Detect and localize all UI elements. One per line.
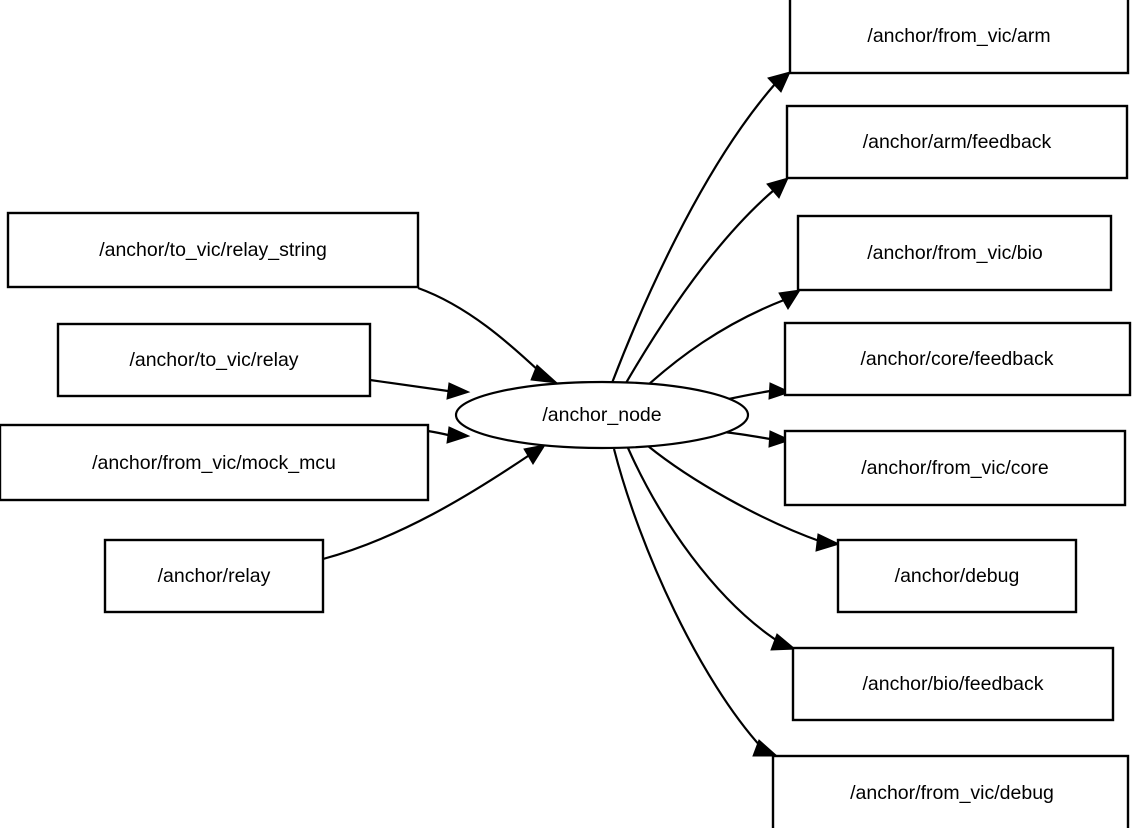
topic-box[interactable] [6, 211, 420, 289]
topic-label: /anchor/from_vic/arm [867, 25, 1050, 47]
edge-anchor_node-to-from_vic_arm [610, 71, 791, 384]
topic-box[interactable] [56, 322, 372, 398]
topic-node-from_vic_core[interactable]: /anchor/from_vic/core [783, 429, 1127, 507]
arrowhead-icon [446, 382, 471, 400]
arrowhead-icon [815, 533, 841, 552]
arrowhead-icon [768, 382, 792, 400]
arrowhead-icon [446, 426, 471, 444]
edge-from_vic_mock_mcu-to-anchor_node [427, 426, 471, 444]
topic-node-to_vic_relay_string[interactable]: /anchor/to_vic/relay_string [6, 211, 420, 289]
topic-node-bio_feedback[interactable]: /anchor/bio/feedback [791, 646, 1115, 722]
topic-label: /anchor/core/feedback [861, 348, 1054, 370]
topic-box[interactable] [785, 104, 1129, 180]
topic-node-debug[interactable]: /anchor/debug [836, 538, 1078, 614]
edge-path [427, 429, 449, 437]
topic-label: /anchor/from_vic/debug [850, 782, 1054, 804]
edge-anchor_node-to-from_vic_bio [647, 289, 802, 386]
topic-box[interactable] [796, 214, 1113, 292]
edge-to_vic_relay-to-anchor_node [369, 378, 471, 400]
edge-path [612, 448, 763, 749]
edge-path [610, 83, 776, 384]
node-label: /anchor_node [542, 404, 661, 426]
arrowhead-icon [768, 430, 792, 448]
arrowhead-icon [766, 177, 789, 199]
topic-box[interactable] [771, 754, 1130, 828]
center-node-anchor_node[interactable]: /anchor_node [454, 380, 750, 450]
topic-box[interactable] [783, 429, 1127, 507]
edge-path [723, 430, 771, 441]
edge-path [369, 378, 449, 393]
subscriber-topic-layer: /anchor/from_vic/arm /anchor/arm/feedbac… [771, 0, 1132, 828]
arrowhead-icon [752, 739, 779, 757]
edge-layer [322, 71, 841, 757]
topic-box[interactable] [836, 538, 1078, 614]
topic-label: /anchor/from_vic/mock_mcu [92, 452, 336, 474]
arrowhead-icon [770, 633, 797, 651]
topic-box[interactable] [0, 423, 430, 502]
arrowhead-icon [767, 71, 791, 93]
topic-box[interactable] [783, 321, 1132, 397]
topic-node-from_vic_bio[interactable]: /anchor/from_vic/bio [796, 214, 1113, 292]
topic-node-arm_feedback[interactable]: /anchor/arm/feedback [785, 104, 1129, 180]
edge-anchor_node-to-core_feedback [723, 382, 792, 402]
arrowhead-icon [523, 444, 547, 465]
topic-node-from_vic_arm[interactable]: /anchor/from_vic/arm [788, 0, 1130, 75]
topic-label: /anchor/from_vic/bio [867, 242, 1043, 264]
edge-path [625, 189, 775, 384]
topic-label: /anchor/from_vic/core [861, 457, 1049, 479]
topic-node-relay[interactable]: /anchor/relay [103, 538, 325, 614]
topic-box[interactable] [791, 646, 1115, 722]
topic-node-from_vic_mock_mcu[interactable]: /anchor/from_vic/mock_mcu [0, 423, 430, 502]
edge-anchor_node-to-from_vic_core [723, 430, 792, 448]
topic-box[interactable] [103, 538, 325, 614]
topic-label: /anchor/to_vic/relay [129, 349, 298, 371]
edge-relay-to-anchor_node [322, 444, 547, 561]
edge-anchor_node-to-arm_feedback [625, 177, 789, 384]
topic-label: /anchor/bio/feedback [862, 673, 1043, 695]
edge-path [647, 298, 785, 386]
edge-anchor_node-to-bio_feedback [626, 447, 797, 651]
node-ellipse[interactable] [454, 380, 750, 450]
publisher-topic-layer: /anchor/to_vic/relay_string /anchor/to_v… [0, 211, 430, 614]
topic-label: /anchor/arm/feedback [863, 131, 1052, 153]
topic-label: /anchor/debug [895, 565, 1020, 587]
topic-node-core_feedback[interactable]: /anchor/core/feedback [783, 321, 1132, 397]
topic-box[interactable] [788, 0, 1130, 75]
edge-to_vic_relay_string-to-anchor_node [417, 286, 559, 384]
edge-path [626, 447, 780, 643]
topic-label: /anchor/relay [158, 565, 271, 587]
topic-node-from_vic_debug[interactable]: /anchor/from_vic/debug [771, 754, 1130, 828]
edge-path [647, 445, 823, 544]
arrowhead-icon [530, 364, 559, 384]
topic-node-to_vic_relay[interactable]: /anchor/to_vic/relay [56, 322, 372, 398]
edge-anchor_node-to-from_vic_debug [612, 448, 779, 757]
topic-label: /anchor/to_vic/relay_string [99, 239, 327, 261]
edge-anchor_node-to-debug [647, 445, 841, 552]
arrowhead-icon [778, 289, 802, 310]
edge-path [322, 455, 529, 561]
edge-path [417, 286, 541, 373]
